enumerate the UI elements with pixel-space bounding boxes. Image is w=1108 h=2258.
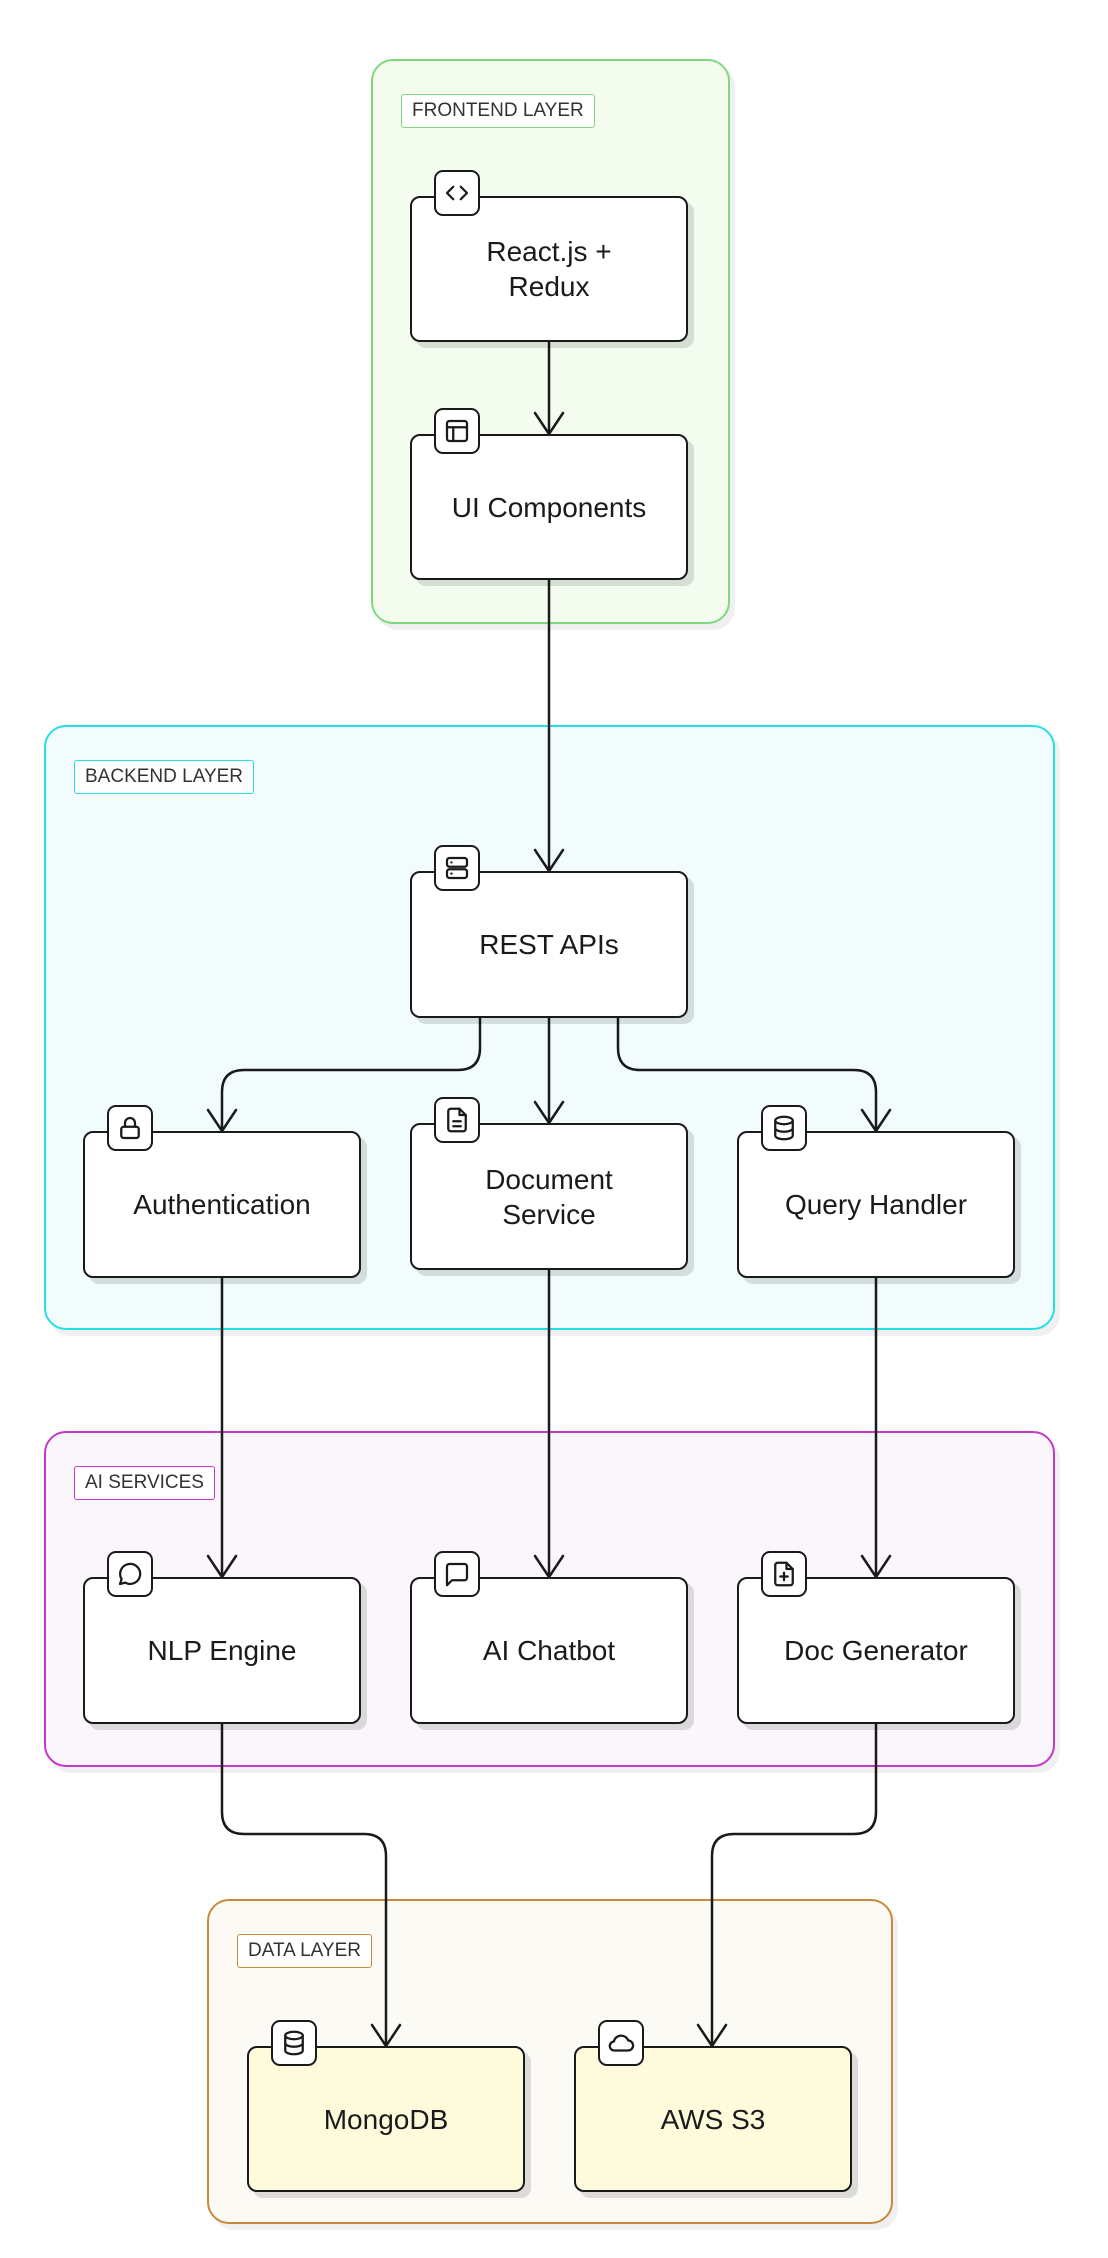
node-document-service[interactable]: Document Service bbox=[410, 1097, 688, 1270]
node-rest-apis[interactable]: REST APIs bbox=[410, 845, 688, 1018]
node-mongodb[interactable]: MongoDB bbox=[247, 2020, 525, 2192]
node-ai-chatbot[interactable]: AI Chatbot bbox=[410, 1551, 688, 1724]
chat-bubble-round-icon bbox=[107, 1551, 153, 1597]
node-label: Query Handler bbox=[784, 1189, 968, 1220]
database-icon bbox=[271, 2020, 317, 2066]
file-plus-icon bbox=[761, 1551, 807, 1597]
chat-bubble-square-icon bbox=[434, 1551, 480, 1597]
node-label: UI Components bbox=[451, 491, 647, 523]
server-icon bbox=[434, 845, 480, 891]
node-label: Document Service bbox=[485, 1163, 613, 1230]
layout-icon bbox=[434, 408, 480, 454]
node-react-redux[interactable]: React.js + Redux bbox=[410, 170, 688, 342]
node-label: Authentication bbox=[133, 1189, 311, 1220]
node-label: MongoDB bbox=[323, 2103, 449, 2135]
node-label: AI Chatbot bbox=[482, 1635, 616, 1666]
node-label: REST APIs bbox=[479, 929, 619, 960]
code-icon bbox=[434, 170, 480, 216]
cloud-icon bbox=[598, 2020, 644, 2066]
node-label: NLP Engine bbox=[147, 1635, 297, 1666]
node-ui-components[interactable]: UI Components bbox=[410, 408, 688, 580]
node-nlp-engine[interactable]: NLP Engine bbox=[83, 1551, 361, 1724]
document-icon bbox=[434, 1097, 480, 1143]
node-doc-generator[interactable]: Doc Generator bbox=[737, 1551, 1015, 1724]
backend-layer-label: BACKEND LAYER bbox=[74, 760, 255, 794]
node-aws-s3[interactable]: AWS S3 bbox=[574, 2020, 852, 2192]
ai-services-layer-label: AI SERVICES bbox=[74, 1466, 215, 1500]
frontend-layer-label: FRONTEND LAYER bbox=[401, 94, 595, 128]
database-icon bbox=[761, 1105, 807, 1151]
node-query-handler[interactable]: Query Handler bbox=[737, 1105, 1015, 1278]
node-label: Doc Generator bbox=[784, 1635, 968, 1666]
node-label: React.js + Redux bbox=[486, 236, 612, 302]
data-layer-label: DATA LAYER bbox=[237, 1934, 372, 1968]
node-authentication[interactable]: Authentication bbox=[83, 1105, 361, 1278]
lock-icon bbox=[107, 1105, 153, 1151]
node-label: AWS S3 bbox=[660, 2103, 766, 2135]
